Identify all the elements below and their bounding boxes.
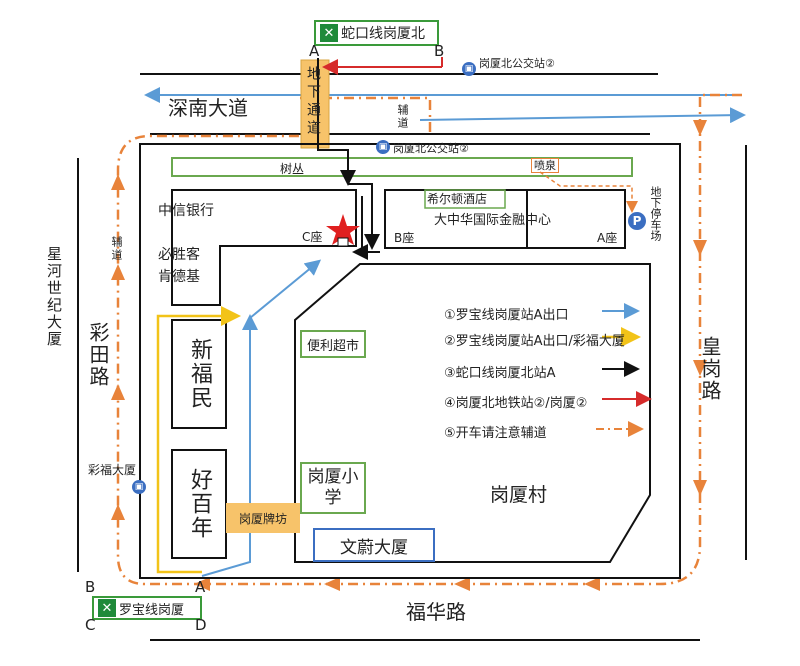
zhongxin-label: 中信银行 — [158, 203, 214, 219]
underpass-label: 地下通道 — [305, 66, 321, 138]
blue-route-main — [201, 314, 258, 577]
north-exit-b: B — [434, 42, 445, 60]
gangxia-village-label: 岗厦村 — [490, 484, 548, 506]
north-metro-label: 蛇口线岗厦北 — [341, 26, 425, 42]
shennan-eastbound — [419, 107, 746, 124]
legend-item-5: ⑤开车请注意辅道 — [444, 426, 547, 441]
location-star — [326, 214, 360, 245]
north-metro-station[interactable]: ✕ 蛇口线岗厦北 — [314, 20, 439, 46]
haobainian-label: 好百年 — [187, 468, 212, 540]
wenwei-label: 文蔚大厦 — [313, 528, 435, 562]
bianli-label: 便利超市 — [300, 330, 366, 358]
inner-bus-stop-label: 岗厦北公交站② — [393, 142, 469, 155]
legend-lines — [596, 303, 652, 437]
hilton-label: 希尔顿酒店 — [427, 192, 488, 206]
dazhonghua-label: 大中华国际金融中心 — [434, 213, 552, 228]
paifang-label: 岗厦牌坊 — [226, 503, 300, 533]
metro-logo-icon: ✕ — [98, 599, 116, 617]
shennan-road-label: 深南大道 — [168, 96, 248, 120]
xinghe-label: 星河世纪大厦 — [45, 246, 63, 348]
service-road-loop — [116, 93, 742, 586]
south-metro-label: 罗宝线岗厦 — [119, 602, 185, 618]
fountain-label: 喷泉 — [531, 158, 559, 173]
caitian-road-label: 彩田路 — [86, 322, 110, 388]
north-bus-stop-label: 岗厦北公交站② — [479, 57, 555, 70]
legend-item-4: ④岗厦北地铁站②/岗厦② — [444, 396, 588, 411]
black-route-a — [317, 58, 356, 186]
black-route-b — [348, 183, 380, 250]
kendeji-label: 肯德基 — [158, 269, 200, 285]
yellow-route — [156, 306, 241, 574]
west-bus-icon: ▣ — [132, 480, 146, 494]
block-c-label: C座 — [302, 230, 323, 244]
south-exit-b: B — [85, 578, 96, 596]
bus-icon: ▣ — [462, 62, 476, 76]
compound-outline — [139, 143, 681, 579]
south-exit-c: C — [85, 616, 96, 634]
gangxia-village-outline — [294, 263, 651, 563]
block-b-label: B座 — [394, 231, 415, 245]
south-exit-d: D — [195, 616, 207, 634]
block-a-label: A座 — [597, 231, 618, 245]
service-road-arrows — [111, 120, 707, 591]
huanggang-road-label: 皇岗路 — [698, 336, 722, 402]
metro-logo-icon: ✕ — [320, 24, 338, 42]
south-metro-station[interactable]: ✕ 罗宝线岗厦 — [92, 596, 202, 620]
service-road-west-label: 辅道 — [110, 236, 123, 262]
legend-item-2: ②罗宝线岗厦站A出口/彩福大厦 — [444, 334, 625, 349]
legend-item-1: ①罗宝线岗厦站A出口 — [444, 308, 569, 323]
parking-icon: P — [628, 212, 646, 230]
west-bus-stop-label: 彩福大厦 — [88, 463, 137, 477]
gangxia-school-label: 岗厦小学 — [300, 462, 366, 514]
parking-spur — [539, 171, 638, 213]
block-c-outline — [171, 189, 357, 306]
north-exit-a: A — [309, 42, 320, 60]
hilton-box — [424, 189, 506, 209]
xinfumin-outline — [171, 319, 227, 429]
blue-route-diag — [249, 259, 322, 319]
inner-bus-icon: ▣ — [376, 140, 390, 154]
xinfumin-label: 新福民 — [187, 338, 212, 410]
bishengke-label: 必胜客 — [158, 247, 200, 263]
legend-item-3: ③蛇口线岗厦北站A — [444, 366, 556, 381]
parking-label: 地下停车场 — [649, 186, 662, 241]
south-exit-a: A — [195, 578, 206, 596]
futian-road-label: 福华路 — [406, 600, 466, 624]
trees-band — [171, 157, 633, 177]
trees-label: 树丛 — [280, 162, 305, 176]
service-road-label: 辅道 — [396, 104, 409, 130]
